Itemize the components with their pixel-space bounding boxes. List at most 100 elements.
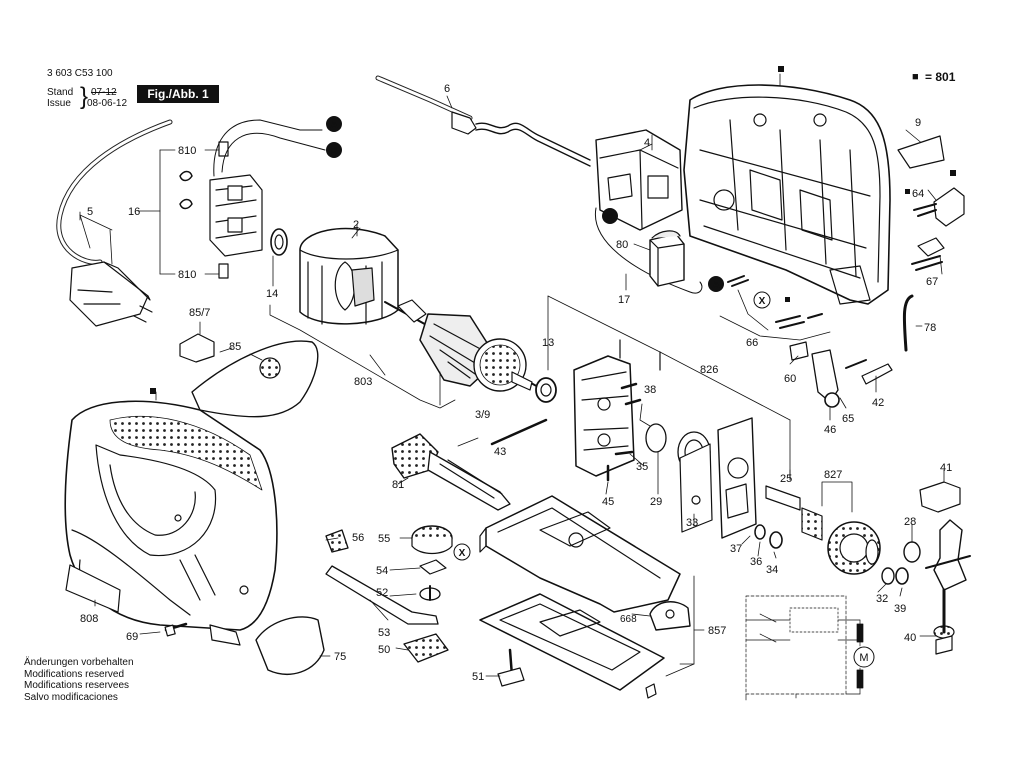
part-label-16: 16 — [128, 206, 140, 218]
part-52 — [419, 585, 441, 601]
cover-85 — [191, 340, 319, 418]
marker-801-lever — [950, 170, 956, 176]
part-label-43: 43 — [494, 446, 506, 458]
part-label-17: 17 — [618, 294, 630, 306]
bearing-14 — [270, 228, 288, 287]
part-label-810-bottom: 810 — [178, 269, 196, 281]
capacitor-80 — [649, 230, 685, 287]
cover-9 — [897, 135, 945, 169]
part-label-36: 36 — [750, 556, 762, 568]
part-label-826: 826 — [700, 364, 718, 376]
part-label-38: 38 — [644, 384, 656, 396]
part-label-45: 45 — [602, 496, 614, 508]
part-label-857: 857 — [708, 625, 726, 637]
connector-x-knob-label: X — [459, 548, 466, 559]
marker-801-66 — [785, 297, 790, 302]
part-85-7 — [179, 333, 215, 363]
brace-icon: } — [80, 83, 89, 110]
spindle-81 — [391, 433, 511, 511]
document-number: 3 603 C53 100 — [47, 68, 113, 79]
shaft-25 — [765, 469, 801, 511]
part-label-46: 46 — [824, 424, 836, 436]
stand-date: 07-12 — [91, 87, 117, 98]
part-label-808: 808 — [80, 613, 98, 625]
part-label-55: 55 — [378, 533, 390, 545]
part-label-2: 2 — [353, 219, 359, 231]
marker-801-group — [150, 66, 956, 394]
part-label-32: 32 — [876, 593, 888, 605]
part-label-33: 33 — [686, 517, 698, 529]
plunger-40 — [925, 519, 971, 655]
part-label-52: 52 — [376, 587, 388, 599]
part-label-65: 65 — [842, 413, 854, 425]
part-56 — [325, 529, 349, 553]
legend-marker: ■ — [912, 71, 919, 83]
stand-label: Stand — [47, 87, 74, 98]
brush-holder-assembly — [137, 119, 326, 279]
support-roller-parts — [719, 275, 893, 408]
figure-badge: Fig./Abb. 1 — [137, 85, 219, 103]
screw-small — [645, 683, 657, 699]
pinion — [754, 507, 823, 549]
connector-a-housing-label: A — [712, 280, 719, 291]
cover-75 — [255, 616, 325, 675]
part-label-6: 6 — [444, 83, 450, 95]
pin-35 — [614, 450, 634, 456]
gear-827 — [821, 481, 881, 575]
connector-a-top-label: A — [330, 120, 337, 131]
issue-date: 08-06-12 — [87, 98, 128, 109]
plate-large — [717, 417, 757, 539]
part-label-67: 67 — [926, 276, 938, 288]
label-plate-808 — [65, 564, 121, 613]
note-en: Modifications reserved — [24, 668, 125, 680]
connector-a-housing: A — [708, 276, 724, 292]
part-label-668: 668 — [620, 614, 637, 625]
part-label-35: 35 — [636, 461, 648, 473]
circuit-diagram — [745, 595, 875, 701]
part-label-25: 25 — [780, 473, 792, 485]
handle-housing — [64, 391, 278, 646]
part-label-827: 827 — [824, 469, 842, 481]
part-label-39: 39 — [894, 603, 906, 615]
screw-51 — [497, 648, 525, 687]
part-label-34: 34 — [766, 564, 778, 576]
part-label-810-top: 810 — [178, 145, 196, 157]
switch-4 — [595, 129, 683, 231]
guide-plate-33 — [679, 443, 713, 533]
part-label-50: 50 — [378, 644, 390, 656]
marker-801-housing — [778, 66, 784, 72]
marker-801-handle — [150, 388, 156, 394]
part-label-66: 66 — [746, 337, 758, 349]
part-label-41: 41 — [940, 462, 952, 474]
legend-text: = 801 — [925, 70, 956, 84]
part-label-51: 51 — [472, 671, 484, 683]
part-label-5: 5 — [87, 206, 93, 218]
connector-x-knob: X — [453, 543, 471, 561]
notes-block: Änderungen vorbehalten Modifications res… — [24, 657, 134, 703]
gear-housing-826 — [547, 295, 791, 479]
part-label-37: 37 — [730, 543, 742, 555]
part-label-42: 42 — [872, 397, 884, 409]
bearing-13 — [535, 377, 557, 403]
connector-b-top-label: B — [330, 146, 337, 157]
lever-41 — [919, 469, 961, 513]
pad-50 — [403, 633, 449, 663]
issue-label: Issue — [47, 98, 71, 109]
part-label-80: 80 — [616, 239, 628, 251]
connector-x-housing: X — [753, 291, 771, 309]
rod-78 — [902, 294, 914, 352]
power-cord — [56, 119, 173, 327]
washers-32-39-28 — [881, 541, 921, 585]
knob-55 — [411, 525, 453, 555]
part-label-75: 75 — [334, 651, 346, 663]
part-label-85-7: 85/7 — [189, 307, 210, 319]
part-label-81: 81 — [392, 479, 404, 491]
connector-b-switch: B — [602, 208, 618, 224]
armature — [384, 299, 541, 406]
part-label-14: 14 — [266, 288, 278, 300]
part-label-28: 28 — [904, 516, 916, 528]
note-es: Salvo modificaciones — [24, 691, 118, 703]
part-label-78: 78 — [924, 322, 936, 334]
